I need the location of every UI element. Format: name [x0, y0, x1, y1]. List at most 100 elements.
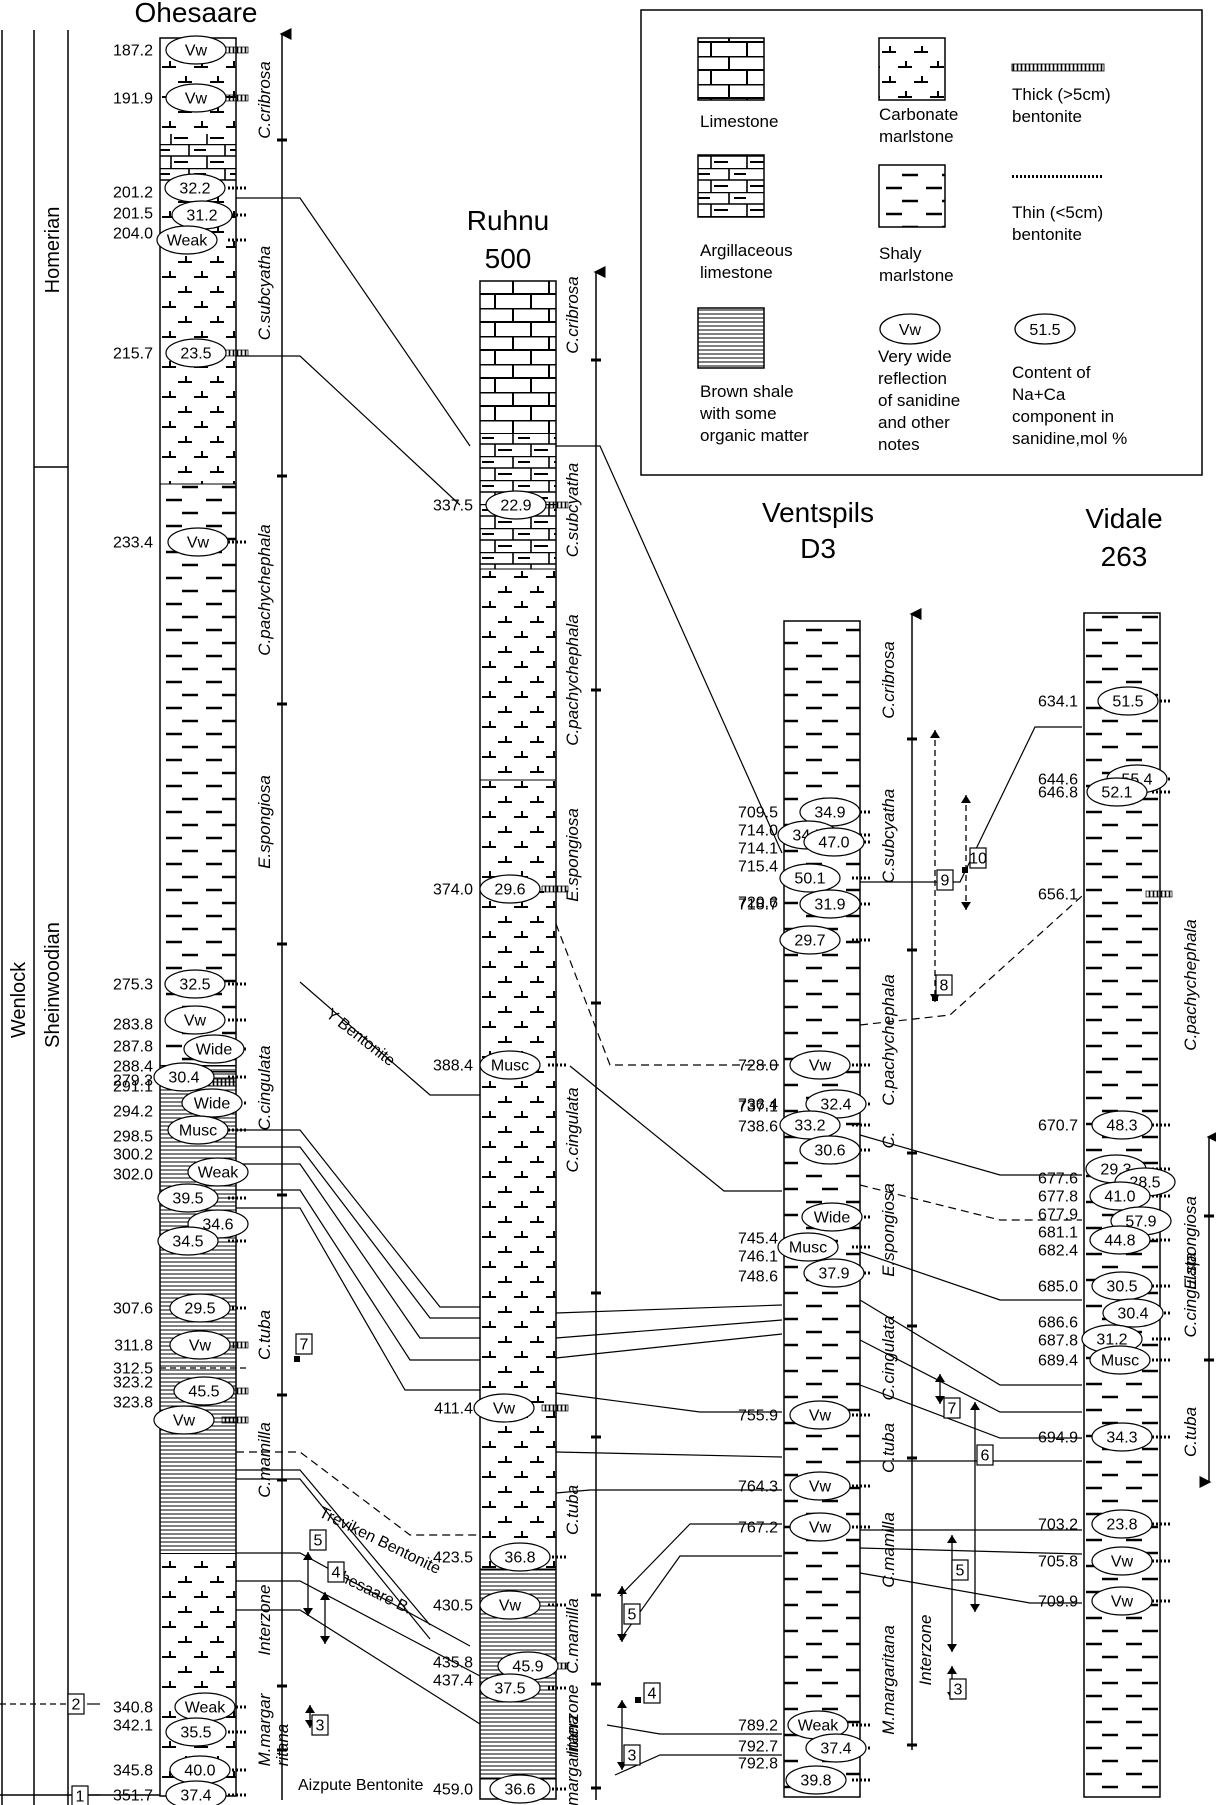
sample-depth: 720.6	[738, 895, 778, 912]
legend-limestone: Limestone	[700, 112, 778, 131]
legend-thick-bentonite-2: bentonite	[1012, 107, 1082, 126]
sample-ellipse	[1091, 1509, 1153, 1539]
sample-value: 32.5	[179, 977, 210, 994]
thin-bentonite-mark	[226, 1239, 246, 1243]
sample-value: 37.5	[494, 1681, 525, 1698]
sample-value: Vw	[809, 1058, 832, 1075]
sample-value: Vw	[173, 1413, 196, 1430]
sample-value: 44.8	[1104, 1233, 1135, 1250]
thin-bentonite-mark	[546, 1686, 566, 1690]
sample-depth: 307.6	[113, 1301, 153, 1318]
thin-bentonite-mark	[546, 1555, 566, 1559]
sample-depth: 302.0	[113, 1167, 153, 1184]
sample-ellipse	[801, 1202, 863, 1232]
thin-bentonite-mark	[1150, 1284, 1170, 1288]
sample-value: Weak	[185, 1700, 227, 1717]
sample-depth: 423.5	[433, 1550, 473, 1567]
legend-vw-text-2: reflection	[878, 369, 947, 388]
marker-number: 7	[948, 1401, 957, 1418]
sheinwoodian-label: Sheinwoodian	[42, 922, 64, 1048]
sample-value: Weak	[798, 1718, 840, 1735]
sample-depth: 705.8	[1038, 1554, 1078, 1571]
zone-label: C.tuba	[1181, 1407, 1200, 1457]
sample-ellipse	[779, 863, 841, 893]
sample-depth: 670.7	[1038, 1118, 1078, 1135]
zone-label: C.subcyatha	[879, 789, 898, 884]
sample-depth: 715.4	[738, 859, 778, 876]
sample-ellipse	[1086, 777, 1148, 807]
thin-bentonite-mark	[546, 1787, 566, 1791]
marker-number: 4	[332, 1565, 341, 1582]
vidale-title-line1: Vidale	[1085, 503, 1162, 534]
sample-ellipse	[479, 874, 541, 904]
legend-content-symbol: 51.5	[1029, 322, 1060, 339]
sample-depth: 342.1	[113, 1718, 153, 1735]
legend-content-text-4: sanidine,mol %	[1012, 429, 1127, 448]
marker-number: 5	[314, 1533, 323, 1550]
sample-ellipse	[1091, 1422, 1153, 1452]
thin-bentonite-mark	[850, 1723, 870, 1727]
sample-value: 31.9	[814, 897, 845, 914]
sample-ellipse	[157, 1183, 219, 1213]
sample-value: 22.9	[500, 498, 531, 515]
sample-depth: 345.8	[113, 1763, 153, 1780]
marker-number: 3	[628, 1748, 637, 1765]
sample-ellipse	[1091, 1546, 1153, 1576]
marker-box	[969, 847, 987, 869]
legend-shaly-marlstone-1: Shaly	[879, 244, 922, 263]
sample-value: 31.2	[1096, 1332, 1127, 1349]
sample-depth: 340.8	[113, 1700, 153, 1717]
zone-label: C.mamilla	[255, 1422, 274, 1498]
sample-depth: 685.0	[1038, 1279, 1078, 1296]
zone-label: E.spongiosa	[563, 808, 582, 902]
sample-ellipse	[777, 1232, 839, 1262]
sample-depth: 682.4	[1038, 1243, 1078, 1260]
sample-ellipse	[799, 889, 861, 919]
thin-bentonite-mark	[226, 186, 246, 190]
zone-label: C.tuba	[563, 1485, 582, 1535]
sample-depth: 656.1	[1038, 887, 1078, 904]
thin-bentonite-mark	[1150, 1599, 1170, 1603]
sample-value: 37.9	[818, 1266, 849, 1283]
aizpute-bentonite-label: Aizpute Bentonite	[298, 1777, 424, 1794]
ruhnu-title-line2: 500	[485, 243, 532, 274]
sample-depth: 694.9	[1038, 1430, 1078, 1447]
zone-label: C.tuba	[255, 1310, 274, 1360]
sample-depth: 736.4	[738, 1097, 778, 1114]
zone-label: E.spongiosa	[879, 1183, 898, 1277]
sample-value: 57.9	[1125, 1214, 1156, 1231]
sample-value: Vw	[187, 535, 210, 552]
sample-depth: 709.9	[1038, 1594, 1078, 1611]
sample-value: Vw	[809, 1479, 832, 1496]
sample-value: 35.5	[180, 1725, 211, 1742]
sample-value: 48.3	[1106, 1118, 1137, 1135]
sample-ellipse	[1089, 1181, 1151, 1211]
thin-bentonite-mark	[850, 1484, 870, 1488]
legend-content-text-3: component in	[1012, 407, 1114, 426]
stage-markers	[0, 1703, 100, 1796]
sample-value: 30.4	[1117, 1306, 1148, 1323]
sample-value: Wide	[194, 1096, 231, 1113]
thin-bentonite-mark	[546, 1063, 566, 1067]
zone-label: C.mamilla	[563, 1598, 582, 1674]
sample-value: 37.4	[820, 1741, 851, 1758]
legend-content-text-1: Content of	[1012, 363, 1091, 382]
thin-bentonite-mark	[1150, 1522, 1170, 1526]
sample-ellipse	[167, 527, 229, 557]
sample-value: Musc	[491, 1058, 529, 1075]
marker-number: 8	[940, 978, 949, 995]
sample-depth: 677.6	[1038, 1171, 1078, 1188]
sample-ellipse	[803, 1258, 865, 1288]
sample-depth: 764.3	[738, 1479, 778, 1496]
thick-bentonite-mark	[541, 885, 569, 893]
sample-depth: 709.5	[738, 805, 778, 822]
sample-ellipse	[165, 83, 227, 113]
thin-bentonite-mark	[1150, 1435, 1170, 1439]
sample-depth: 646.8	[1038, 785, 1078, 802]
sample-value: 23.5	[180, 346, 211, 363]
marker-box	[949, 1678, 967, 1700]
sample-value: 51.5	[1112, 694, 1143, 711]
thin-bentonite-mark	[1150, 1194, 1170, 1198]
sample-ellipse	[165, 1780, 227, 1805]
